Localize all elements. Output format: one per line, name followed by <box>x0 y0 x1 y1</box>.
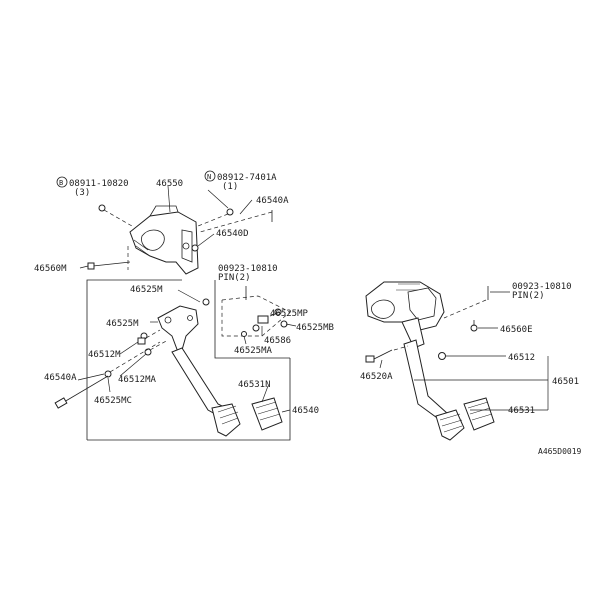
label-46512: 46512 <box>508 353 535 363</box>
label-46525MA: 46525MA <box>234 346 273 356</box>
label-46540: 46540 <box>292 406 319 416</box>
svg-text:B: B <box>59 179 63 187</box>
label-46525MC: 46525MC <box>94 396 132 406</box>
label-46525M-b: 46525M <box>106 319 139 329</box>
label-46540A-top: 46540A <box>256 196 289 206</box>
right-small-parts <box>365 286 489 363</box>
label-nut-ref: 08912-7401A <box>217 173 277 183</box>
label-46550: 46550 <box>156 179 183 189</box>
bolt-symbol-left: B <box>56 176 68 188</box>
label-46525MB: 46525MB <box>296 323 334 333</box>
label-bolt-ref: 08911-10820 <box>69 179 129 189</box>
label-46540D: 46540D <box>216 229 249 239</box>
label-bolt-qty: (3) <box>74 188 90 198</box>
label-46520A: 46520A <box>360 372 393 382</box>
label-46501: 46501 <box>552 377 579 387</box>
label-46531N: 46531N <box>238 380 271 390</box>
label-46512MA: 46512MA <box>118 375 157 385</box>
pin-clip-group-box <box>221 295 291 337</box>
label-46560E: 46560E <box>500 325 533 335</box>
pedal-pad-46531N <box>251 397 283 431</box>
label-nut-qty: (1) <box>222 182 238 192</box>
label-46586: 46586 <box>264 336 291 346</box>
label-pin-word-left: PIN(2) <box>218 273 251 283</box>
nut-symbol: N <box>204 170 216 182</box>
label-46560M: 46560M <box>34 264 67 274</box>
label-pin-ref-left: 00923-10810 <box>218 264 278 274</box>
left-leader-lines <box>77 185 297 413</box>
pedal-pad-46531 <box>463 397 495 431</box>
left-small-parts <box>54 286 288 409</box>
clutch-pedal-group-frame <box>86 279 291 441</box>
label-46531: 46531 <box>508 406 535 416</box>
label-46512M: 46512M <box>88 350 121 360</box>
label-46525M: 46525M <box>130 285 163 295</box>
bracket-bolts <box>87 204 273 270</box>
label-46540A-left: 46540A <box>44 373 77 383</box>
diagram-code: A465D0019 <box>538 447 582 456</box>
right-leader-lines <box>379 291 549 411</box>
label-pin-word-right: PIN(2) <box>512 291 545 301</box>
clutch-pedal-arm-46540 <box>157 305 241 437</box>
brake-pedal-bracket <box>365 281 445 331</box>
label-pin-ref-right: 00923-10810 <box>512 282 572 292</box>
svg-text:N: N <box>207 173 211 181</box>
brake-pedal-arm-46501 <box>401 317 465 441</box>
pedal-bracket-46550 <box>129 205 199 275</box>
label-46525MP: 46525MP <box>270 309 309 319</box>
